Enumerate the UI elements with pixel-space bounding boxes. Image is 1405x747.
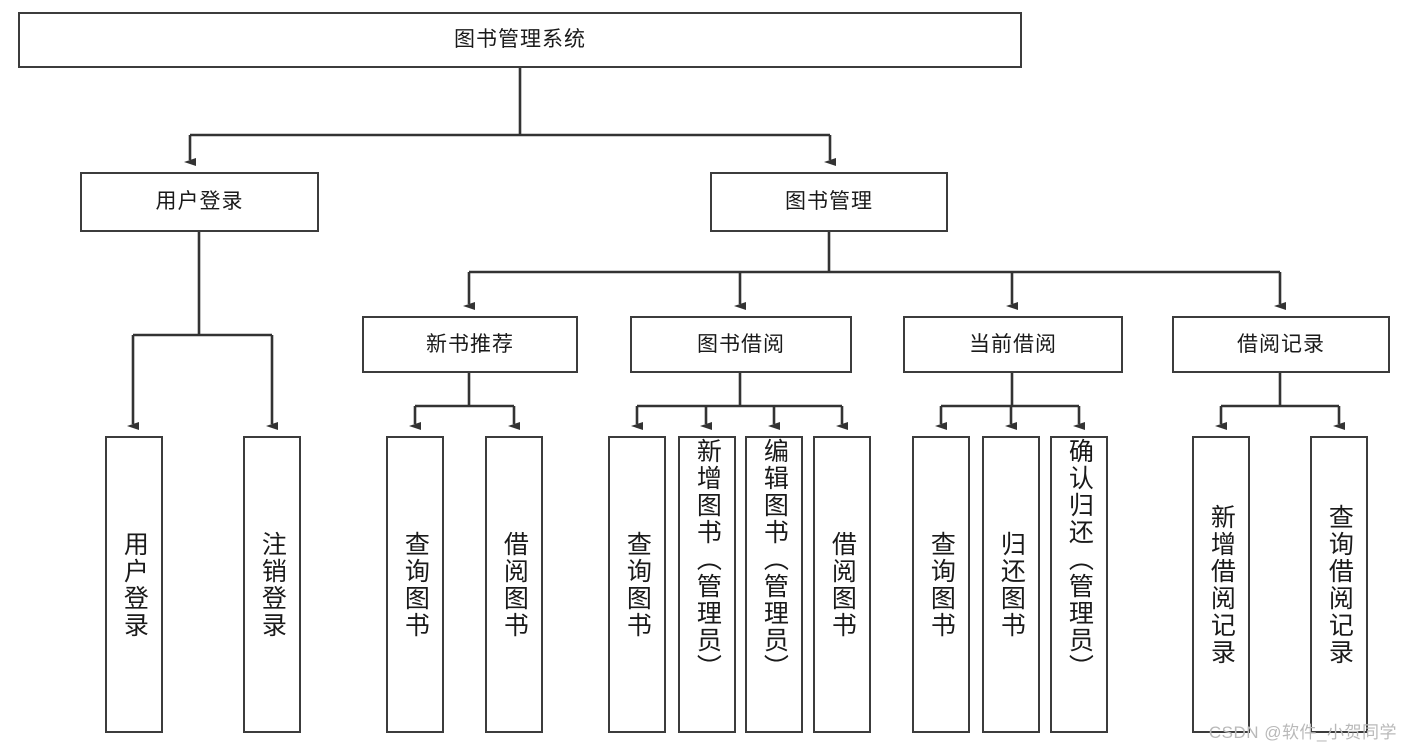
node-book-borrow[interactable]: 图书借阅 (630, 316, 852, 373)
leaf-return-book-label: 归还图书 (997, 530, 1026, 639)
leaf-borrow-book-1-label: 借阅图书 (500, 530, 529, 639)
node-book-borrow-label: 图书借阅 (697, 332, 785, 356)
leaf-edit-book-label: 编辑图书（管理员） (760, 438, 789, 681)
node-borrow-record-label: 借阅记录 (1237, 332, 1325, 356)
node-new-book-rec-label: 新书推荐 (426, 332, 514, 356)
leaf-add-book-label: 新增图书（管理员） (693, 438, 722, 681)
leaf-query-book-2-label: 查询图书 (623, 530, 652, 639)
leaf-add-book[interactable]: 新增图书（管理员） (678, 436, 736, 733)
node-user-login-label: 用户登录 (155, 190, 244, 214)
leaf-add-record-label: 新增借阅记录 (1207, 503, 1236, 666)
node-root-label: 图书管理系统 (454, 28, 586, 52)
node-current-borrow-label: 当前借阅 (969, 332, 1057, 356)
leaf-confirm-return[interactable]: 确认归还（管理员） (1050, 436, 1108, 733)
leaf-logout[interactable]: 注销登录 (243, 436, 301, 733)
node-borrow-record[interactable]: 借阅记录 (1172, 316, 1390, 373)
node-book-manage-label: 图书管理 (785, 190, 873, 214)
leaf-query-book-3[interactable]: 查询图书 (912, 436, 970, 733)
node-user-login[interactable]: 用户登录 (80, 172, 319, 232)
leaf-return-book[interactable]: 归还图书 (982, 436, 1040, 733)
node-book-manage[interactable]: 图书管理 (710, 172, 948, 232)
leaf-borrow-book-2-label: 借阅图书 (828, 530, 857, 639)
leaf-borrow-book-2[interactable]: 借阅图书 (813, 436, 871, 733)
leaf-query-book-3-label: 查询图书 (927, 530, 956, 639)
leaf-borrow-book-1[interactable]: 借阅图书 (485, 436, 543, 733)
watermark: CSDN @软件_小贺同学 (1208, 723, 1397, 742)
node-root[interactable]: 图书管理系统 (18, 12, 1022, 68)
leaf-edit-book[interactable]: 编辑图书（管理员） (745, 436, 803, 733)
leaf-query-record-label: 查询借阅记录 (1325, 503, 1354, 666)
leaf-user-login[interactable]: 用户登录 (105, 436, 163, 733)
leaf-query-book-2[interactable]: 查询图书 (608, 436, 666, 733)
leaf-query-book-1[interactable]: 查询图书 (386, 436, 444, 733)
node-current-borrow[interactable]: 当前借阅 (903, 316, 1123, 373)
leaf-confirm-return-label: 确认归还（管理员） (1065, 438, 1094, 681)
leaf-user-login-label: 用户登录 (120, 530, 149, 639)
leaf-add-record[interactable]: 新增借阅记录 (1192, 436, 1250, 733)
leaf-query-record[interactable]: 查询借阅记录 (1310, 436, 1368, 733)
leaf-query-book-1-label: 查询图书 (401, 530, 430, 639)
node-new-book-rec[interactable]: 新书推荐 (362, 316, 578, 373)
leaf-logout-label: 注销登录 (258, 530, 287, 639)
